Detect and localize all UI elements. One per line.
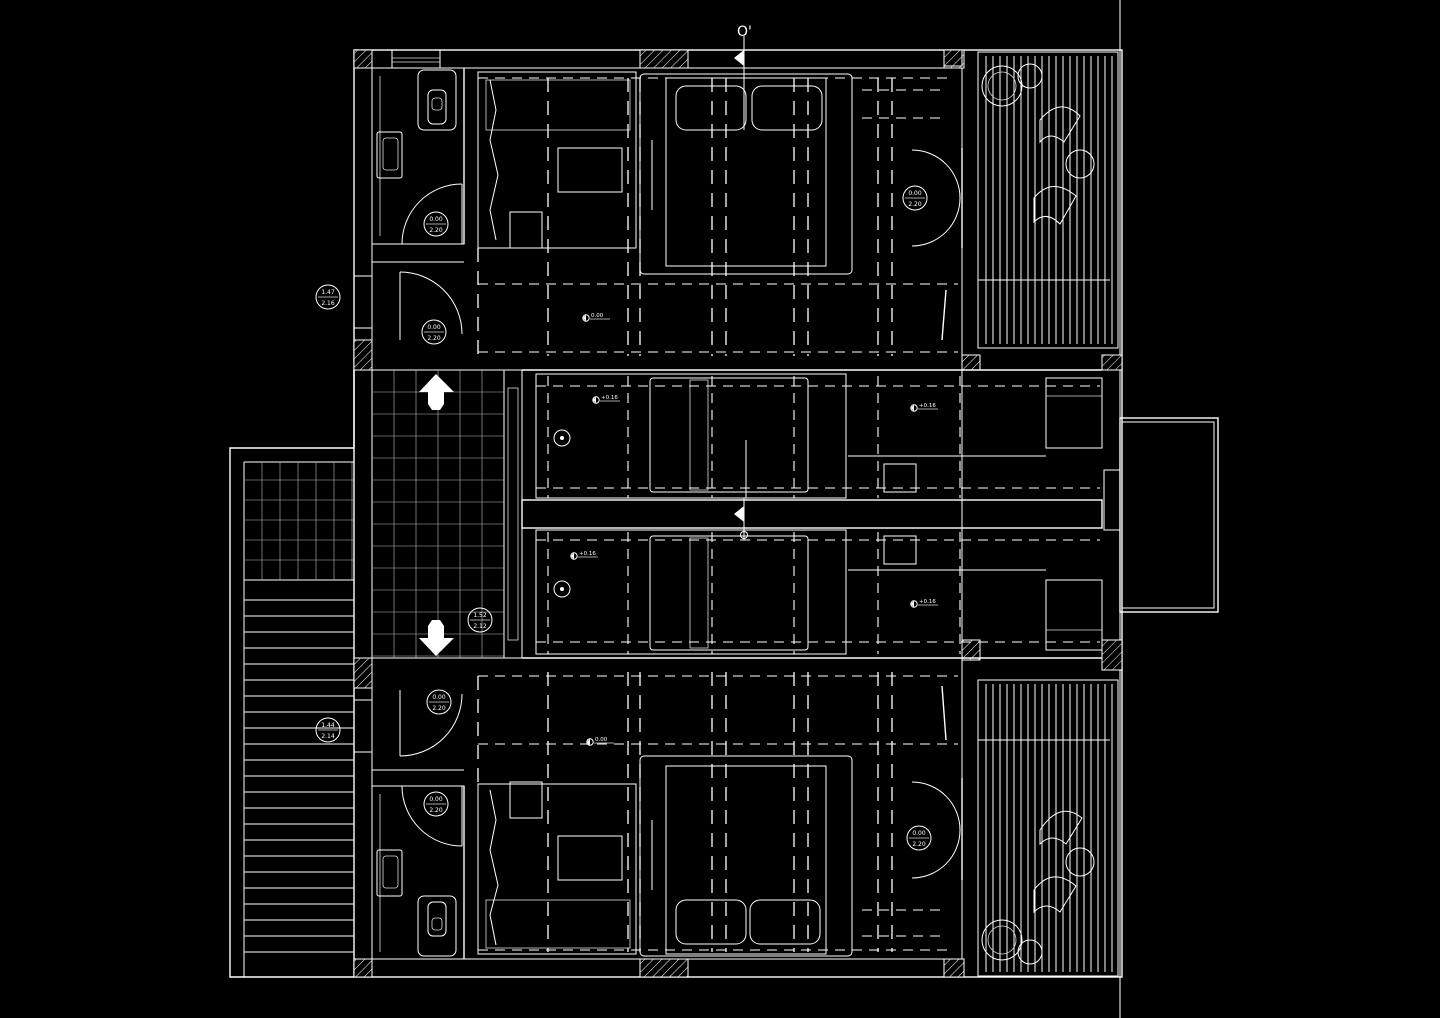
room-tag-top-value: 0.00 xyxy=(908,190,922,197)
room-tag: 0.00 2.20 xyxy=(421,319,447,345)
level-mark-value: +0.16 xyxy=(919,403,936,409)
bottom-unit xyxy=(353,676,1119,977)
room-tag-bottom-value: 2.16 xyxy=(321,300,335,307)
level-mark-value: 0.00 xyxy=(595,737,608,743)
room-tag: 0.00 2.20 xyxy=(423,791,449,817)
left-stair-block xyxy=(229,370,355,978)
room-tag-top-value: 0.00 xyxy=(429,216,443,223)
room-tag-bottom-value: 2.20 xyxy=(429,227,443,234)
room-tag: 1.52 2.12 xyxy=(467,607,493,633)
level-mark-value: 0.00 xyxy=(591,313,604,319)
level-mark-icon: +0.16 xyxy=(592,395,620,404)
room-tag-bottom-value: 2.20 xyxy=(912,841,926,848)
room-tag: 0.00 2.20 xyxy=(906,825,932,851)
room-tag-top-value: 0.00 xyxy=(432,694,446,701)
arrow-down-icon xyxy=(419,620,454,656)
room-tag-top-value: 1.44 xyxy=(321,722,335,729)
ceiling-dashed-lines xyxy=(478,77,1100,952)
room-tag: 0.00 2.20 xyxy=(426,689,452,715)
room-tag-bottom-value: 2.20 xyxy=(432,705,446,712)
right-balcony xyxy=(1119,417,1219,613)
central-wall xyxy=(521,369,1103,659)
section-marker-mid: O xyxy=(734,498,748,540)
section-label-top: O' xyxy=(737,24,752,40)
top-bath-zone xyxy=(535,373,1121,531)
room-tag-bottom-value: 2.20 xyxy=(908,201,922,208)
room-tag: 1.44 2.14 xyxy=(315,717,341,743)
top-unit xyxy=(353,51,1119,356)
level-mark-icon: +0.16 xyxy=(910,599,938,608)
level-mark-value: +0.16 xyxy=(919,599,936,605)
room-tag-top-value: 0.00 xyxy=(912,830,926,837)
room-tag: 1.47 2.16 xyxy=(315,284,341,310)
room-tag-top-value: 1.52 xyxy=(473,612,487,619)
room-tag-bottom-value: 2.20 xyxy=(429,807,443,814)
room-tags: 0.00 2.20 0.00 2.20 0.00 2.20 1.47 2.16 1.52 2.12… xyxy=(315,185,932,851)
level-mark-icon: 0.00 xyxy=(582,313,610,322)
level-mark-value: +0.16 xyxy=(601,395,618,401)
room-tag-top-value: 0.00 xyxy=(427,324,441,331)
bottom-bath-zone xyxy=(535,529,1103,655)
room-tag-bottom-value: 2.14 xyxy=(321,733,335,740)
section-marker-top: O' xyxy=(734,24,752,130)
room-tag-bottom-value: 2.20 xyxy=(427,335,441,342)
room-tag-top-value: 0.00 xyxy=(429,796,443,803)
level-mark-icon: +0.16 xyxy=(570,551,598,560)
level-mark-icon: +0.16 xyxy=(910,403,938,412)
level-marks: 0.00 +0.16 +0.16 +0.16 +0.16 0.00 xyxy=(570,313,938,746)
room-tag-top-value: 1.47 xyxy=(321,289,335,296)
level-mark-value: +0.16 xyxy=(579,551,596,557)
room-tag-bottom-value: 2.12 xyxy=(473,623,487,630)
room-tag: 0.00 2.20 xyxy=(902,185,928,211)
level-mark-icon: 0.00 xyxy=(586,737,614,746)
room-tag: 0.00 2.20 xyxy=(423,211,449,237)
corridor-floor-grid xyxy=(371,369,523,659)
arrow-up-icon xyxy=(419,374,454,410)
outer-walls xyxy=(353,49,1123,978)
